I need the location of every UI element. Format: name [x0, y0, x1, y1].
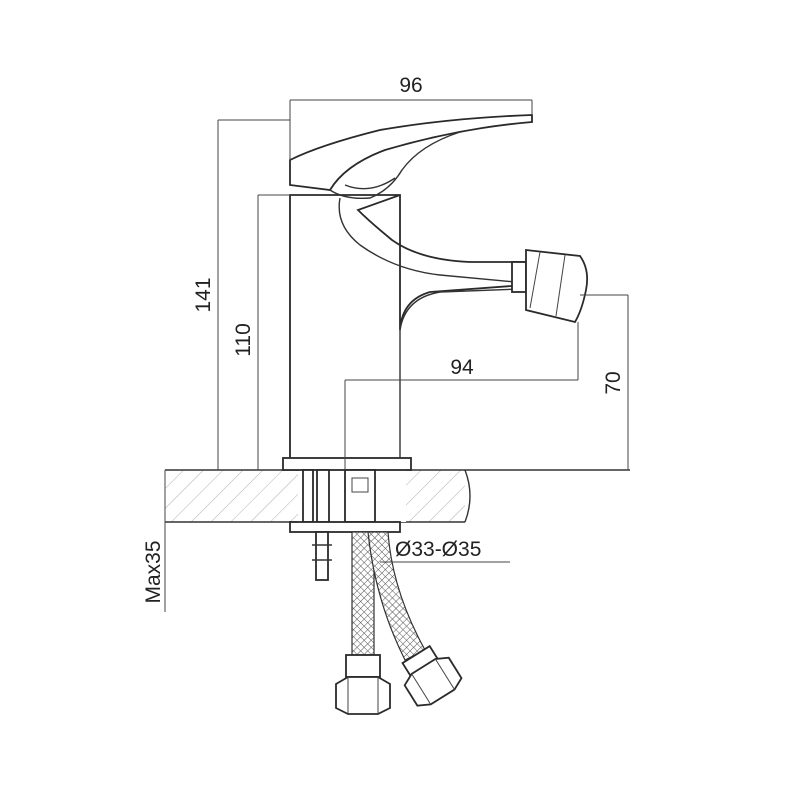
dimension-label-hole-diameter: Ø33-Ø35 — [395, 538, 481, 561]
dimension-110: 110 — [232, 194, 290, 470]
dimension-94: 94 — [344, 322, 579, 470]
dimension-label-110: 110 — [232, 323, 255, 356]
faucet-body — [282, 114, 533, 471]
dimension-label-max35: Max35 — [142, 540, 165, 603]
mounting-assembly — [289, 469, 401, 581]
dimension-label-96: 96 — [399, 74, 422, 97]
dimension-hole-diameter: Ø33-Ø35 — [380, 538, 510, 563]
braided-hoses — [335, 531, 463, 715]
aerator-nozzle — [511, 248, 589, 324]
countertop — [165, 469, 630, 523]
dimension-96: 96 — [289, 74, 533, 160]
dimension-max35: Max35 — [142, 470, 166, 612]
dimension-141: 141 — [192, 119, 290, 470]
dimension-label-141: 141 — [192, 277, 215, 312]
dimension-70: 70 — [580, 294, 629, 470]
dimension-label-94: 94 — [450, 356, 474, 379]
dimension-label-70: 70 — [602, 371, 625, 394]
